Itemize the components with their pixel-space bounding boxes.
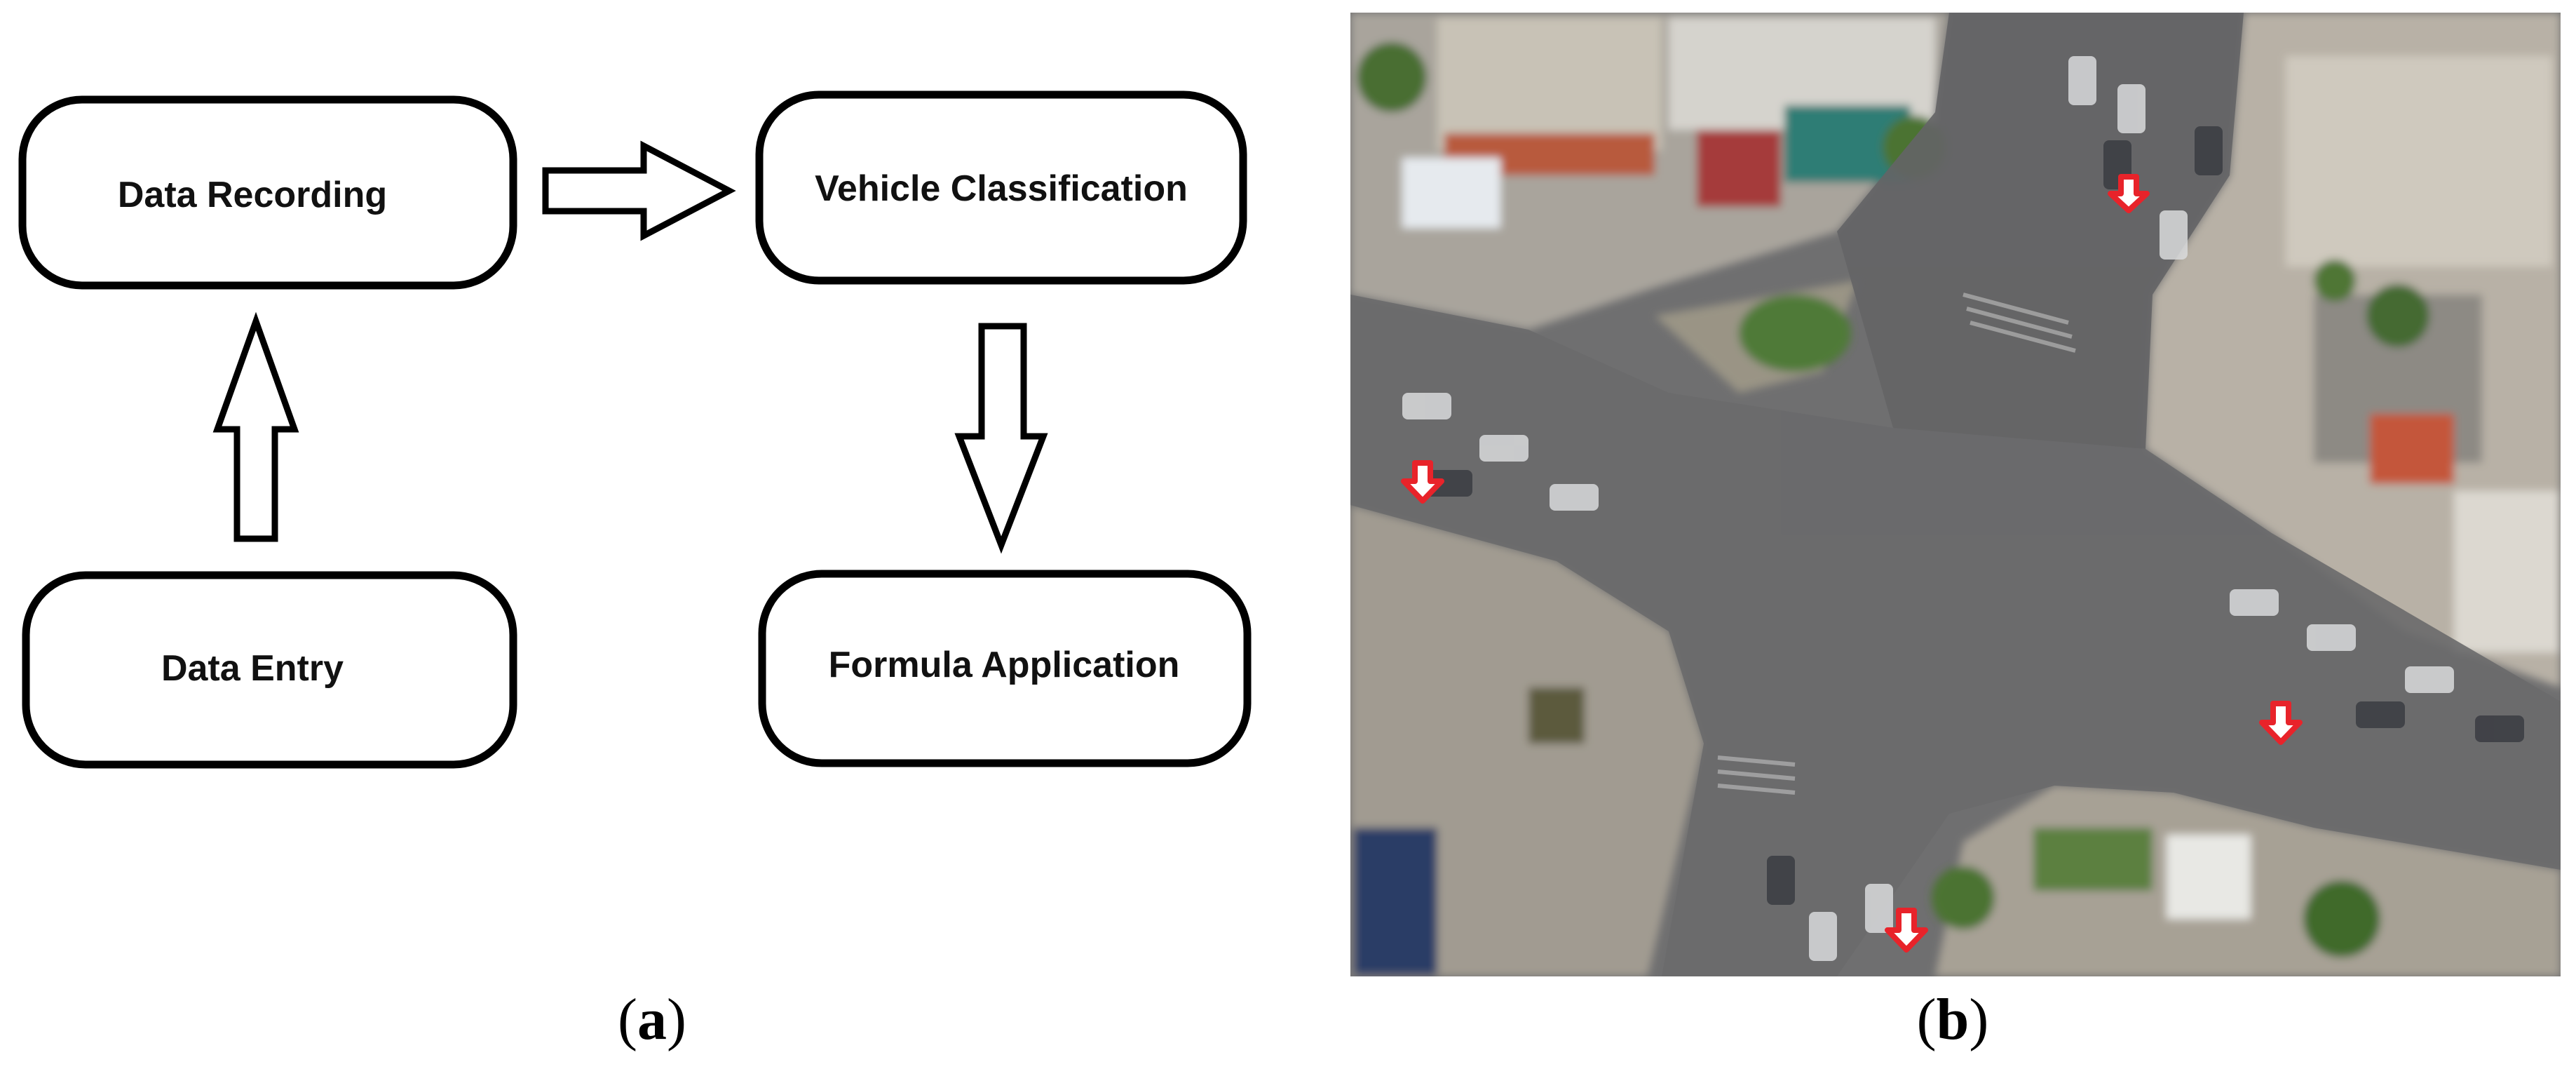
flowchart: Data Recording Vehicle Classification Da… xyxy=(18,90,1252,769)
traffic-camera-markers xyxy=(1401,174,2303,953)
aerial-intersection-image xyxy=(1350,13,2561,976)
down-arrow-icon xyxy=(1885,908,1928,953)
data-recording-box: Data Recording xyxy=(18,95,517,290)
down-arrow-icon xyxy=(1401,460,1444,504)
vehicle-classification-label: Vehicle Classification xyxy=(815,168,1188,209)
vehicle-classification-box: Vehicle Classification xyxy=(755,90,1247,285)
arrow-up-entry-to-recording xyxy=(212,311,299,542)
data-entry-label: Data Entry xyxy=(161,648,344,689)
formula-application-label: Formula Application xyxy=(829,645,1180,685)
data-recording-label: Data Recording xyxy=(118,175,387,215)
data-entry-box: Data Entry xyxy=(22,571,517,769)
arrow-down-classification-to-formula xyxy=(954,323,1048,554)
formula-application-box: Formula Application xyxy=(758,570,1252,767)
arrow-right-recording-to-classification xyxy=(542,140,736,241)
down-arrow-icon xyxy=(2108,174,2150,213)
caption-b: (b) xyxy=(1916,987,1989,1052)
caption-a: (a) xyxy=(618,987,686,1052)
down-arrow-icon xyxy=(2259,701,2303,745)
